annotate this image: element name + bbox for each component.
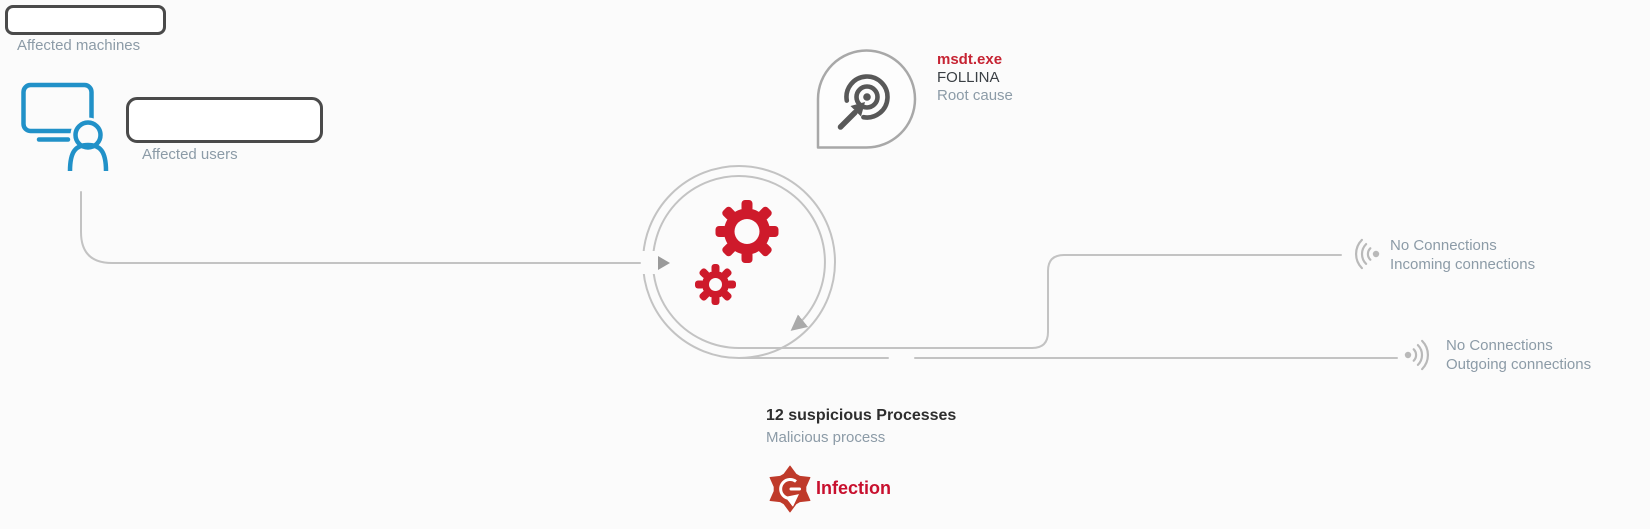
incoming-connections-status: No Connections bbox=[1390, 237, 1497, 254]
root-cause-text-block: msdt.exe FOLLINA Root cause bbox=[937, 51, 1013, 105]
process-loop-arrow-arc bbox=[651, 175, 826, 349]
connector-process-to-incoming bbox=[738, 254, 1342, 349]
small-gear-teeth bbox=[695, 264, 736, 305]
connector-users-to-process bbox=[80, 191, 641, 264]
person-body-icon bbox=[67, 142, 109, 172]
monitor-icon bbox=[21, 82, 94, 134]
affected-machines-label: Affected machines bbox=[17, 37, 141, 54]
affected-machines-redacted-value[interactable] bbox=[5, 5, 166, 35]
target-outer-ring bbox=[844, 74, 890, 120]
infection-label: Infection bbox=[816, 478, 891, 498]
root-cause-label: Root cause bbox=[937, 87, 1013, 104]
root-cause-process-name[interactable]: msdt.exe bbox=[937, 51, 1003, 68]
machine-user-icon[interactable] bbox=[21, 82, 111, 172]
outgoing-connections-icon bbox=[1404, 339, 1429, 371]
incoming-connections-text: No Connections Incoming connections bbox=[1390, 236, 1535, 274]
malicious-process-label: Malicious process bbox=[766, 429, 886, 446]
outgoing-connections-label: Outgoing connections bbox=[1446, 356, 1592, 373]
infection-swirl bbox=[779, 478, 799, 507]
target-center-dot bbox=[863, 93, 871, 101]
person-head-icon bbox=[73, 120, 103, 150]
cursor-arrowhead-icon bbox=[850, 102, 865, 117]
process-loop-outer-circle bbox=[642, 165, 836, 359]
outgoing-connections-status: No Connections bbox=[1446, 337, 1553, 354]
root-cause-icon[interactable] bbox=[816, 49, 917, 149]
affected-users-redacted-value[interactable] bbox=[126, 97, 323, 143]
cursor-arrow-shaft bbox=[837, 109, 858, 130]
malicious-process-gears-icon[interactable] bbox=[695, 200, 779, 305]
target-inner-ring bbox=[854, 84, 880, 110]
root-cause-threat-name: FOLLINA bbox=[937, 69, 1000, 86]
loop-entry-gap bbox=[637, 251, 657, 274]
outgoing-connections-text: No Connections Outgoing connections bbox=[1446, 336, 1591, 374]
affected-users-label: Affected users bbox=[142, 146, 238, 163]
incoming-connections-icon bbox=[1355, 238, 1380, 270]
small-gear-hole bbox=[709, 278, 722, 291]
big-gear-teeth bbox=[715, 200, 779, 263]
big-gear-hole bbox=[734, 219, 760, 244]
incoming-connections-label: Incoming connections bbox=[1390, 256, 1536, 273]
suspicious-processes-title[interactable]: 12 suspicious Processes bbox=[766, 407, 957, 424]
infection-badge-icon[interactable] bbox=[769, 465, 811, 513]
entry-arrowhead-icon bbox=[658, 256, 670, 270]
